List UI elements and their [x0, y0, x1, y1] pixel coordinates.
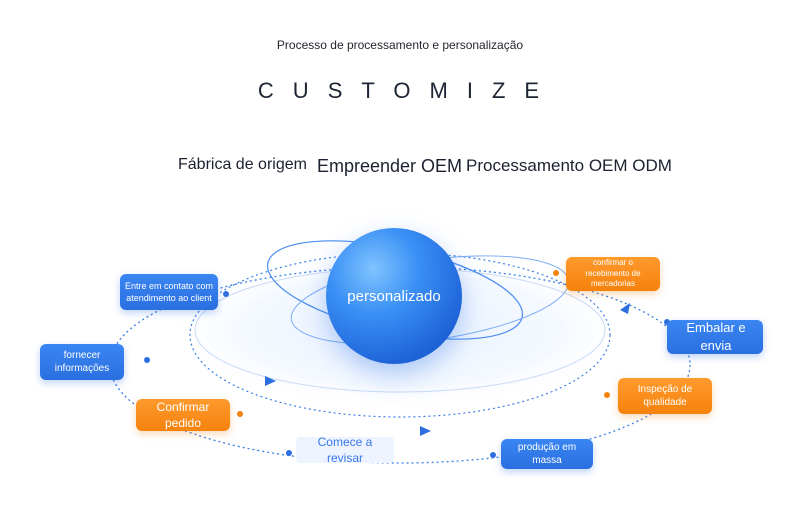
step-provide-info: fornecer informações — [40, 344, 124, 380]
step-confirm-order: Confirmar pedido — [136, 399, 230, 431]
node-dot — [490, 452, 496, 458]
center-label: personalizado — [347, 287, 441, 305]
step-start-review: Comece a revisar — [296, 435, 394, 465]
node-dot — [144, 357, 150, 363]
step-confirm-receipt: confirmar o recebimento de mercadorias — [566, 257, 660, 291]
center-sphere: personalizado — [326, 228, 462, 364]
arrow-marker-1 — [265, 376, 276, 386]
page-title: CUSTOMIZE — [257, 78, 559, 103]
service-oem-odm: Processamento OEM ODM — [466, 156, 672, 175]
node-dot — [604, 392, 610, 398]
service-origin-factory: Fábrica de origem — [178, 156, 307, 173]
arrow-marker-2 — [420, 426, 431, 436]
node-dot — [286, 450, 292, 456]
step-contact: Entre em contato com atendimento ao clie… — [120, 274, 218, 310]
step-quality-inspection: Inspeção de qualidade — [618, 378, 712, 414]
node-dot — [553, 270, 559, 276]
step-pack-ship: Embalar e envia — [667, 320, 763, 354]
step-mass-production: produção em massa — [501, 439, 593, 469]
page-subtitle: Processo de processamento e personalizaç… — [276, 38, 524, 52]
arrow-marker-3 — [620, 303, 630, 314]
node-dot — [223, 291, 229, 297]
node-dot — [237, 411, 243, 417]
service-oem: Empreender OEM — [317, 156, 463, 176]
